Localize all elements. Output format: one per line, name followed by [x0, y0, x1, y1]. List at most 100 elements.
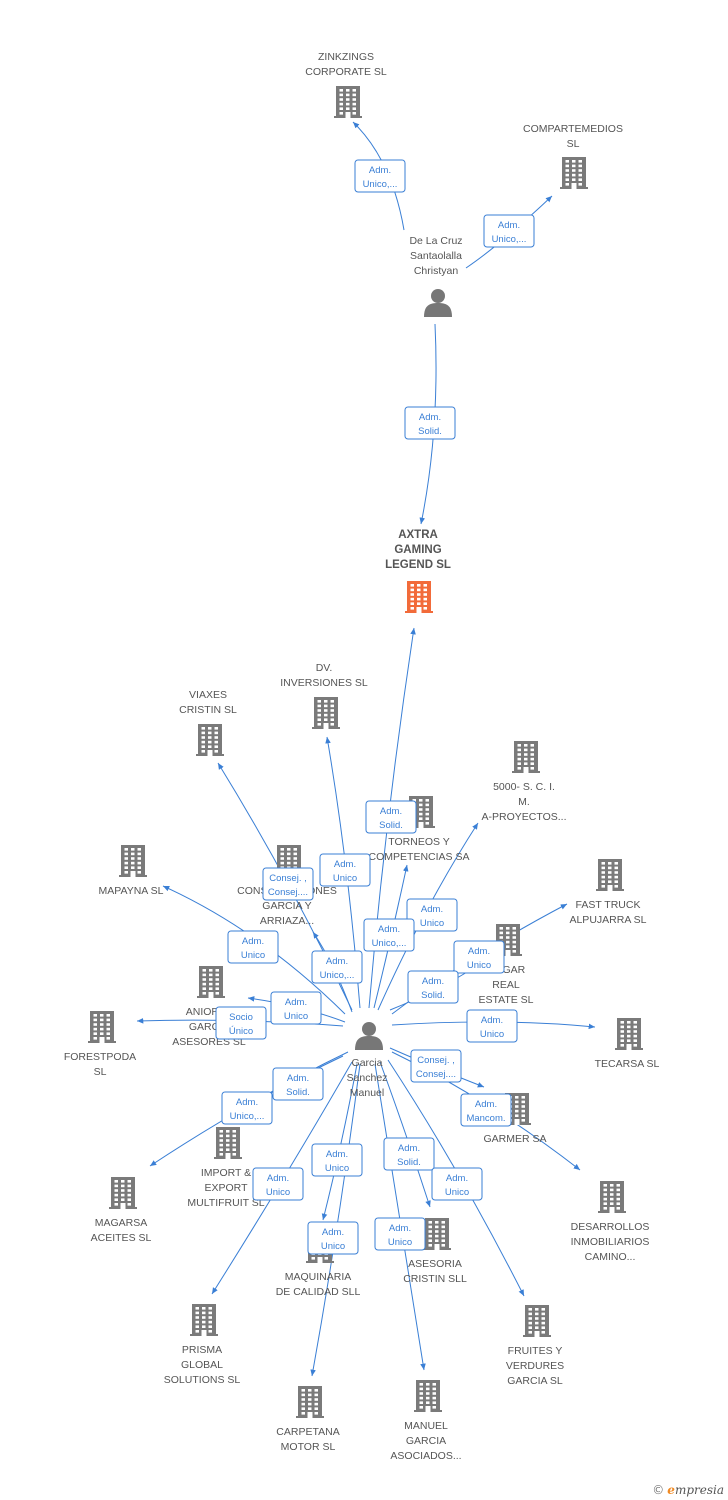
edge-label-garcia-to-aniorte[interactable]: Adm.Unico: [270, 991, 322, 1025]
building-icon: [334, 86, 362, 118]
edge-label-garcia-to-maquinaria[interactable]: Adm.Unico: [311, 1143, 363, 1177]
node-s5000[interactable]: 5000- S. C. I.M.A-PROYECTOS...: [482, 741, 567, 823]
edge-label-box[interactable]: [270, 991, 322, 1025]
edge-label-text: Consej....: [268, 887, 308, 898]
node-desarrollos[interactable]: DESARROLLOSINMOBILIARIOSCAMINO...: [571, 1181, 650, 1263]
edge-label-garcia-to-garmer[interactable]: Consej. ,Consej....: [410, 1049, 462, 1083]
edge-label-text: Unico: [420, 918, 444, 929]
edge-label-garcia-to-fasttruck[interactable]: Adm.Unico: [453, 940, 505, 974]
building-icon: [598, 1181, 626, 1213]
edge-label-garcia-to-import[interactable]: Adm.Solid.: [272, 1067, 324, 1101]
node-mapayna[interactable]: MAPAYNA SL: [99, 845, 164, 897]
node-label: MULTIFRUIT SL: [187, 1197, 264, 1209]
edge-label-garcia-to-s5000[interactable]: Adm.Unico: [406, 898, 458, 932]
edge-label-box[interactable]: [252, 1167, 304, 1201]
edge-label-box[interactable]: [215, 1006, 267, 1040]
edge-label-box[interactable]: [374, 1217, 426, 1251]
edge-label-box[interactable]: [272, 1067, 324, 1101]
edge-label-garcia-to-hogar[interactable]: Adm.Solid.: [407, 970, 459, 1004]
edge-line: [321, 1063, 358, 1221]
edge-label-text: Unico,...: [230, 1111, 265, 1122]
empresia-logo: ©empresia: [652, 1483, 724, 1497]
edge-label-text: Adm.: [326, 956, 348, 967]
node-label: GLOBAL: [181, 1359, 223, 1371]
node-label: INMOBILIARIOS: [571, 1236, 650, 1248]
edge-label-text: Consej. ,: [269, 873, 307, 884]
person-icon: [355, 1022, 383, 1050]
edge-label-box[interactable]: [460, 1093, 512, 1127]
edge-label-garcia-to-viaxes[interactable]: Consej. , Consej....: [262, 867, 314, 901]
edge-label-garcia-to-desarrollos[interactable]: Adm.Mancom.: [460, 1093, 512, 1127]
node-label: ASOCIADOS...: [390, 1450, 461, 1462]
edge-label-box[interactable]: [319, 853, 371, 887]
edge-label-garcia-to-carpetana[interactable]: Adm.Unico: [307, 1221, 359, 1255]
edge-label-box[interactable]: [311, 1143, 363, 1177]
node-label: ESTATE SL: [478, 994, 533, 1006]
edge-label-box[interactable]: [453, 940, 505, 974]
node-dv[interactable]: DV.INVERSIONES SL: [280, 662, 368, 729]
edge-label-text: Adm.: [380, 806, 402, 817]
node-label: SOLUTIONS SL: [164, 1374, 241, 1386]
edge-label-garcia-to-magarsa[interactable]: Adm.Unico,...: [221, 1091, 273, 1125]
node-tecarsa[interactable]: TECARSA SL: [595, 1018, 660, 1070]
edge-label-garcia-to-asesoria[interactable]: Adm.Solid.: [383, 1137, 435, 1171]
edge-label-delacruz-to-axtra[interactable]: Adm.Solid.: [404, 406, 456, 440]
edge-label-garcia-to-manuelgarcia[interactable]: Adm.Unico: [374, 1217, 426, 1251]
edge-label-garcia-to-construcciones[interactable]: Adm.Unico,...: [311, 950, 363, 984]
edge-label-garcia-to-torneos[interactable]: Adm.Unico,...: [363, 918, 415, 952]
edge-label-box[interactable]: [483, 214, 535, 248]
edge-label-box[interactable]: [410, 1049, 462, 1083]
building-icon: [414, 1380, 442, 1412]
edge-label-delacruz-to-zinkzings[interactable]: Adm.Unico,...: [354, 159, 406, 193]
edge-label-garcia-to-fruites[interactable]: Adm.Unico: [431, 1167, 483, 1201]
edge-label-garcia-to-mapayna[interactable]: Adm.Unico: [227, 930, 279, 964]
node-label: LEGEND SL: [385, 559, 451, 571]
edge-label-text: Unico: [467, 960, 491, 971]
edge-label-box[interactable]: [431, 1167, 483, 1201]
edge-label-box[interactable]: [404, 406, 456, 440]
edge-label-garcia-to-prisma[interactable]: Adm.Unico: [252, 1167, 304, 1201]
edge-label-box[interactable]: [221, 1091, 273, 1125]
edge-label-box[interactable]: [363, 918, 415, 952]
node-label: AXTRA: [398, 529, 438, 541]
node-label: MAPAYNA SL: [99, 885, 164, 897]
edge-label-garcia-to-tecarsa[interactable]: Adm.Unico: [466, 1009, 518, 1043]
edge-label-garcia-to-dv[interactable]: Adm.Unico: [319, 853, 371, 887]
node-label: DV.: [316, 662, 333, 674]
edge-label-delacruz-to-compartemedios[interactable]: Adm.Unico,...: [483, 214, 535, 248]
node-label: MAGARSA: [95, 1217, 148, 1229]
building-icon: [214, 1127, 242, 1159]
edge-label-box[interactable]: [383, 1137, 435, 1171]
edge-label-garcia-to-axtra[interactable]: Adm.Solid.: [365, 800, 417, 834]
edge-label-text: Solid.: [421, 990, 445, 1001]
edge-label-box[interactable]: [365, 800, 417, 834]
node-label: REAL: [492, 979, 520, 991]
edge-label-box[interactable]: [354, 159, 406, 193]
edge-label-text: Adm.: [287, 1073, 309, 1084]
edge-label-text: Solid.: [418, 426, 442, 437]
edge-label-box[interactable]: [406, 898, 458, 932]
node-manuelgarcia[interactable]: MANUELGARCIAASOCIADOS...: [390, 1380, 462, 1462]
edge-label-box[interactable]: [262, 867, 314, 901]
edge-label-box[interactable]: [311, 950, 363, 984]
edge-label-box[interactable]: [227, 930, 279, 964]
edge-label-box[interactable]: [307, 1221, 359, 1255]
edge-label-box[interactable]: [407, 970, 459, 1004]
edge-label-box[interactable]: [466, 1009, 518, 1043]
node-label: TORNEOS Y: [388, 836, 449, 848]
